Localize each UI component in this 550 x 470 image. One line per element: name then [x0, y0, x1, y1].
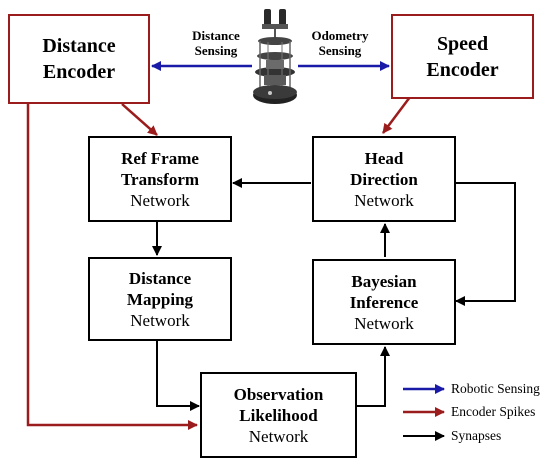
observation-likelihood-box: Observation Likelihood Network — [200, 372, 357, 458]
bayesian-inference-box: Bayesian Inference Network — [312, 259, 456, 345]
distance-mapping-line3: Network — [130, 310, 190, 330]
legend-label-encoder-spikes: Encoder Spikes — [451, 404, 536, 419]
legend-label-synapses: Synapses — [451, 428, 502, 443]
odometry-sensing-line2: Sensing — [318, 43, 362, 58]
distance-encoder-label-line2: Encoder — [42, 61, 116, 83]
arrow-observation-to-bayesian — [357, 346, 390, 407]
speed-encoder-box: Speed Encoder — [391, 14, 534, 99]
distance-encoder-label-line1: Distance — [42, 35, 116, 57]
arrow-distance-encoder-to-ref-frame — [121, 103, 158, 136]
speed-encoder-label-line2: Encoder — [426, 58, 499, 81]
ref-frame-line2: Transform — [120, 169, 200, 189]
ref-frame-line3: Network — [130, 190, 190, 210]
bayesian-line2: Inference — [349, 292, 419, 312]
observation-line2: Likelihood — [239, 405, 318, 425]
head-direction-box: Head Direction Network — [312, 136, 456, 222]
distance-mapping-line1: Distance — [128, 268, 192, 288]
observation-line1: Observation — [233, 384, 324, 404]
odometry-sensing-line1: Odometry — [311, 28, 369, 43]
arrow-distance-mapping-to-observation — [156, 341, 200, 411]
odometry-sensing-label: Odometry Sensing — [297, 28, 383, 58]
ref-frame-line1: Ref Frame — [121, 148, 199, 168]
distance-encoder-box: Distance Encoder — [8, 14, 150, 104]
distance-mapping-box: Distance Mapping Network — [88, 257, 232, 341]
head-direction-line2: Direction — [350, 169, 418, 189]
speed-encoder-label-line1: Speed — [436, 32, 489, 55]
distance-sensing-label: Distance Sensing — [176, 28, 256, 58]
distance-sensing-line1: Distance — [192, 28, 240, 43]
observation-line3: Network — [248, 426, 309, 446]
arrow-distance-encoder-to-observation — [26, 104, 198, 430]
ref-frame-transform-box: Ref Frame Transform Network — [88, 136, 232, 222]
head-direction-line3: Network — [354, 190, 414, 210]
distance-sensing-line2: Sensing — [194, 43, 238, 58]
arrow-speed-encoder-to-head-direction — [382, 96, 411, 134]
distance-mapping-line2: Mapping — [126, 289, 194, 309]
bayesian-line1: Bayesian — [351, 271, 417, 291]
legend-label-robotic-sensing: Robotic Sensing — [451, 381, 540, 396]
arrow-head-direction-to-bayesian — [455, 182, 516, 306]
robot-icon — [253, 9, 297, 104]
head-direction-line1: Head — [364, 148, 404, 168]
bayesian-line3: Network — [354, 313, 414, 333]
